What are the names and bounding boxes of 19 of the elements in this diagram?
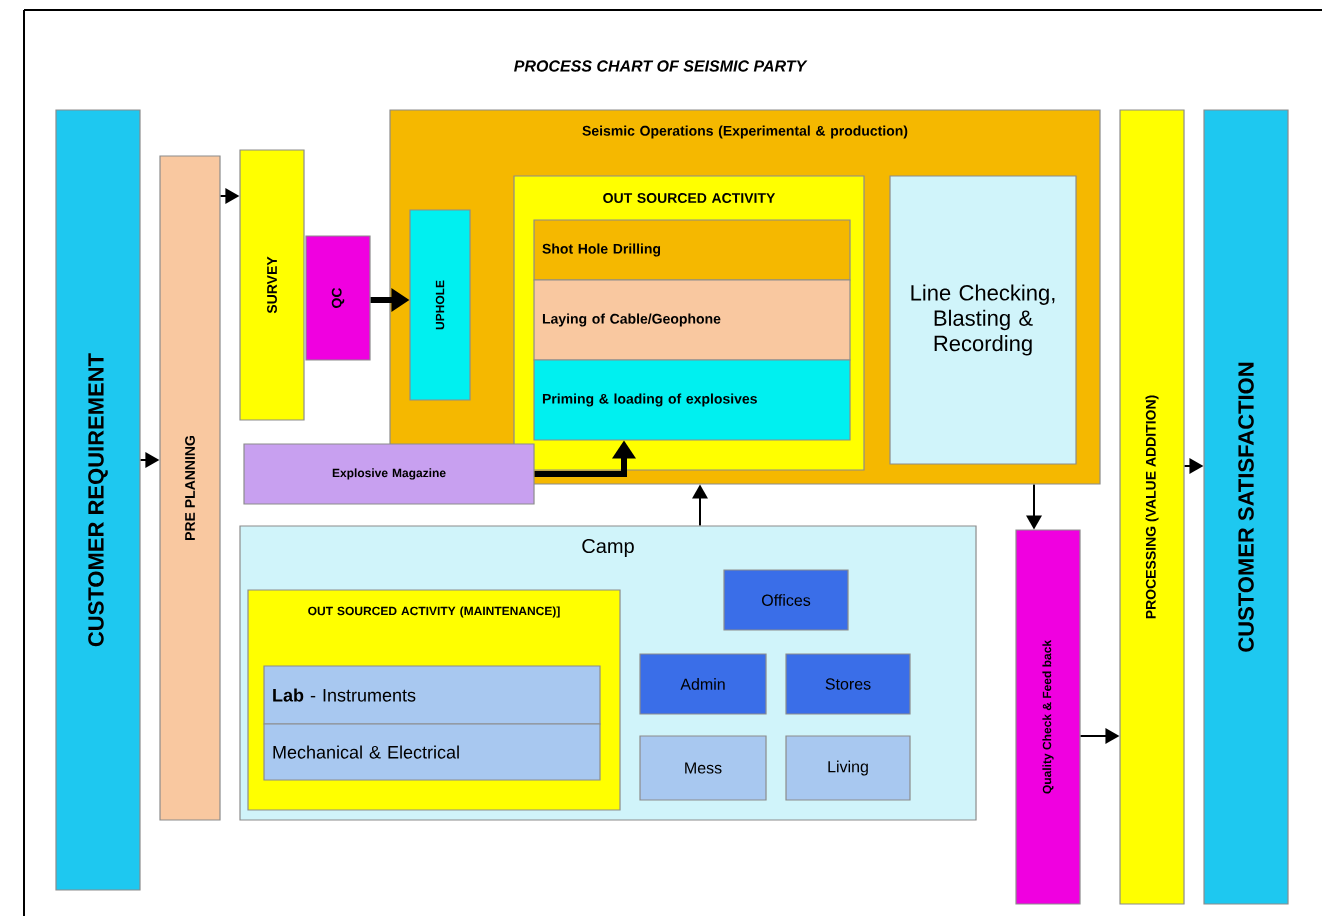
- lab-box: Lab - Instruments: [263, 665, 601, 725]
- arrow: [370, 288, 410, 312]
- requirement-bar: CUSTOMER REQUIREMENT: [55, 109, 141, 891]
- facility-box: Offices: [723, 569, 849, 631]
- arrow: [1183, 458, 1204, 474]
- recording-box: Line Checking, Blasting & Recording: [889, 175, 1077, 465]
- facility-box: Mess: [639, 735, 767, 801]
- arrow: [139, 452, 160, 468]
- satisfaction-bar: CUSTOMER SATISFACTION: [1203, 109, 1289, 905]
- arrow: [534, 440, 636, 477]
- lab-box: Mechanical & Electrical: [263, 723, 601, 781]
- facility-box: Stores: [785, 653, 911, 715]
- arrow: [1079, 728, 1120, 744]
- arrow: [219, 188, 240, 204]
- facility-box: Living: [785, 735, 911, 801]
- arrow: [1026, 483, 1042, 530]
- facility-box: Admin: [639, 653, 767, 715]
- title: PROCESS CHART OF SEISMIC PARTY: [514, 60, 808, 72]
- arrow: [692, 484, 708, 527]
